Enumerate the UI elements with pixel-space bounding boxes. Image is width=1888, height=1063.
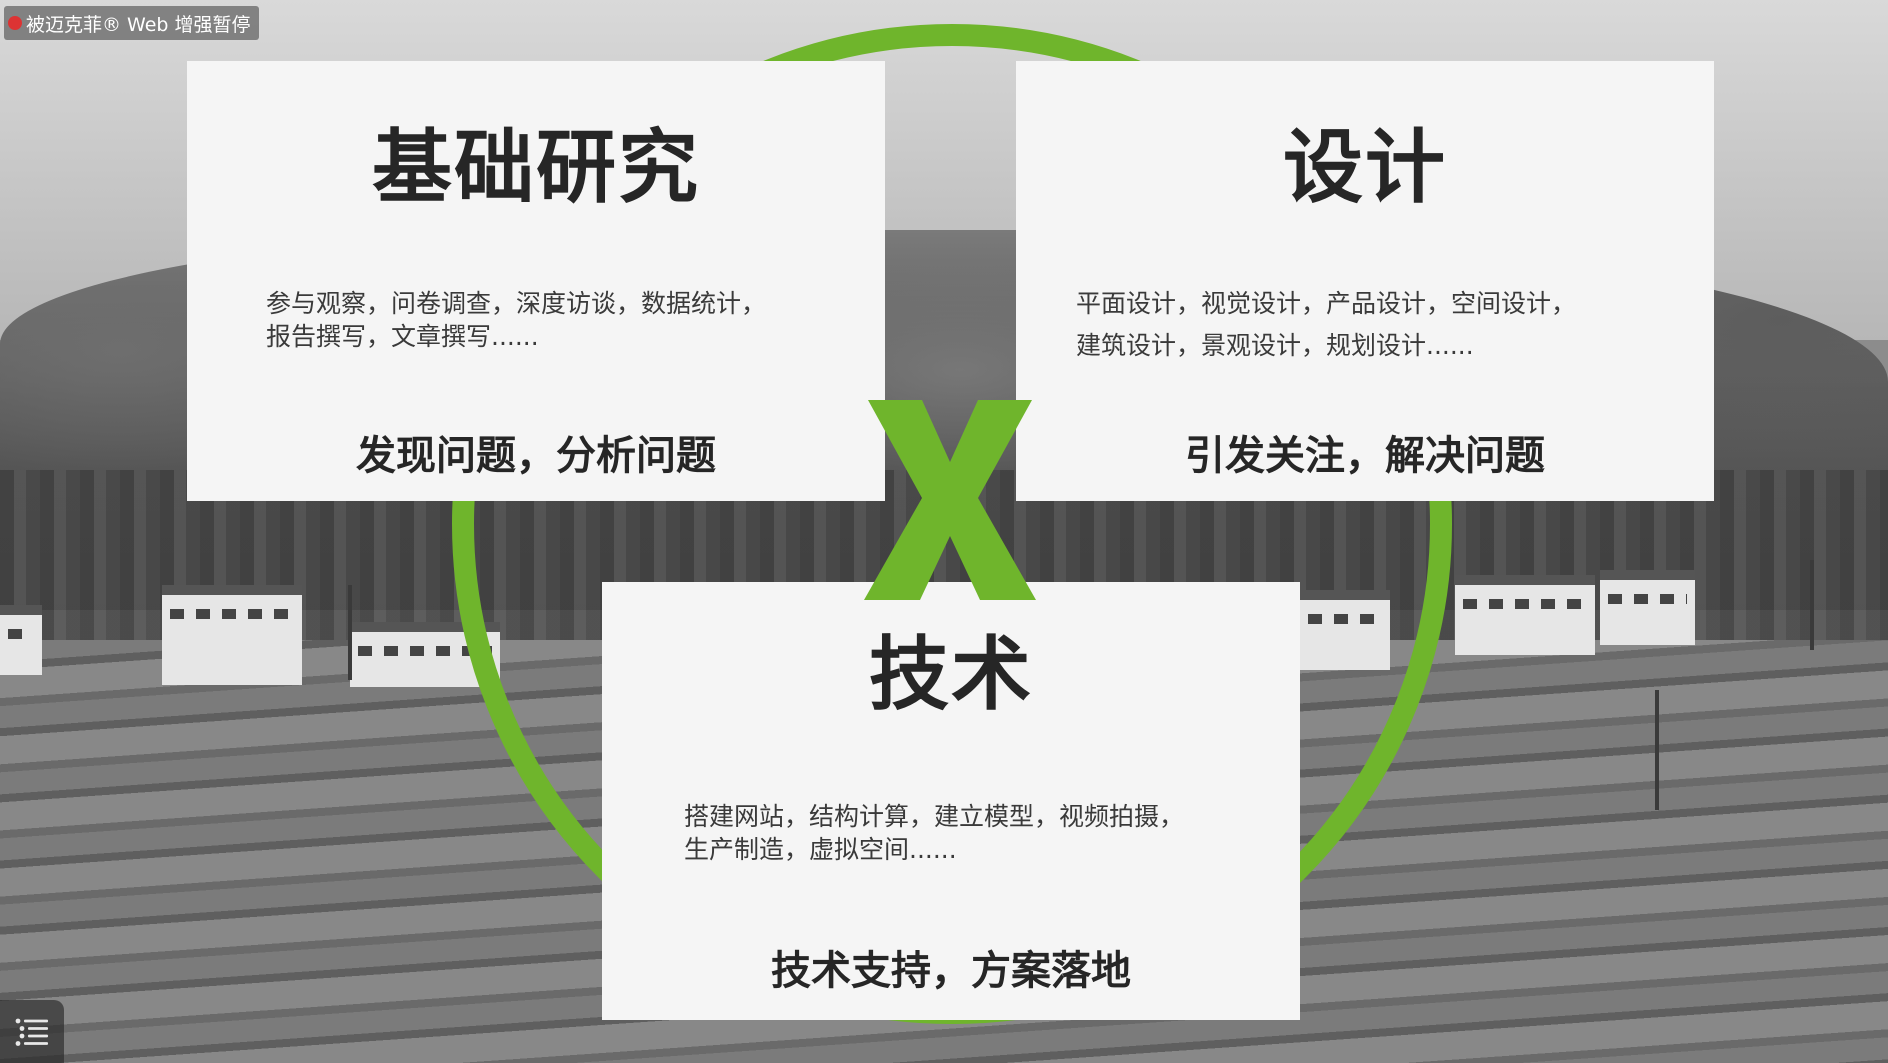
list-menu-icon xyxy=(15,1018,48,1046)
description-line: 报告撰写，文章撰写...... xyxy=(266,322,539,351)
card-description: 平面设计，视觉设计，产品设计，空间设计， 建筑设计，景观设计，规划设计.....… xyxy=(1076,283,1676,367)
card-title: 技术 xyxy=(869,628,1033,721)
utility-pole xyxy=(1655,690,1659,810)
extension-paused-notice: 被迈克菲® Web 增强暂停 xyxy=(4,6,259,40)
description-line: 建筑设计，景观设计，规划设计...... xyxy=(1076,331,1474,360)
card-design: 设计 平面设计，视觉设计，产品设计，空间设计， 建筑设计，景观设计，规划设计..… xyxy=(1016,61,1714,501)
card-description: 搭建网站，结构计算，建立模型，视频拍摄， 生产制造，虚拟空间...... xyxy=(684,800,1244,866)
village-house xyxy=(1455,575,1595,655)
extension-notice-text: 被迈克菲® Web 增强暂停 xyxy=(26,13,251,36)
card-basic-research: 基础研究 参与观察，问卷调查，深度访谈，数据统计， 报告撰写，文章撰写.....… xyxy=(187,61,885,501)
description-line: 参与观察，问卷调查，深度访谈，数据统计， xyxy=(266,289,767,318)
card-technology: 技术 搭建网站，结构计算，建立模型，视频拍摄， 生产制造，虚拟空间...... … xyxy=(602,582,1300,1020)
slide-menu-button[interactable] xyxy=(0,1000,64,1063)
center-x-symbol xyxy=(864,400,1036,600)
card-description: 参与观察，问卷调查，深度访谈，数据统计， 报告撰写，文章撰写...... xyxy=(266,287,826,353)
card-tagline: 发现问题，分析问题 xyxy=(356,433,716,479)
card-title: 设计 xyxy=(1283,121,1447,214)
description-line: 平面设计，视觉设计，产品设计，空间设计， xyxy=(1076,289,1577,318)
card-title: 基础研究 xyxy=(372,121,700,214)
description-line: 生产制造，虚拟空间...... xyxy=(684,835,957,864)
utility-pole xyxy=(348,585,352,680)
village-house xyxy=(162,585,302,685)
village-house xyxy=(0,605,42,675)
mcafee-icon xyxy=(8,16,22,30)
village-house xyxy=(1600,570,1695,645)
utility-pole xyxy=(1810,560,1814,650)
card-tagline: 引发关注，解决问题 xyxy=(1185,433,1545,479)
card-tagline: 技术支持，方案落地 xyxy=(771,948,1131,994)
description-line: 搭建网站，结构计算，建立模型，视频拍摄， xyxy=(684,802,1185,831)
